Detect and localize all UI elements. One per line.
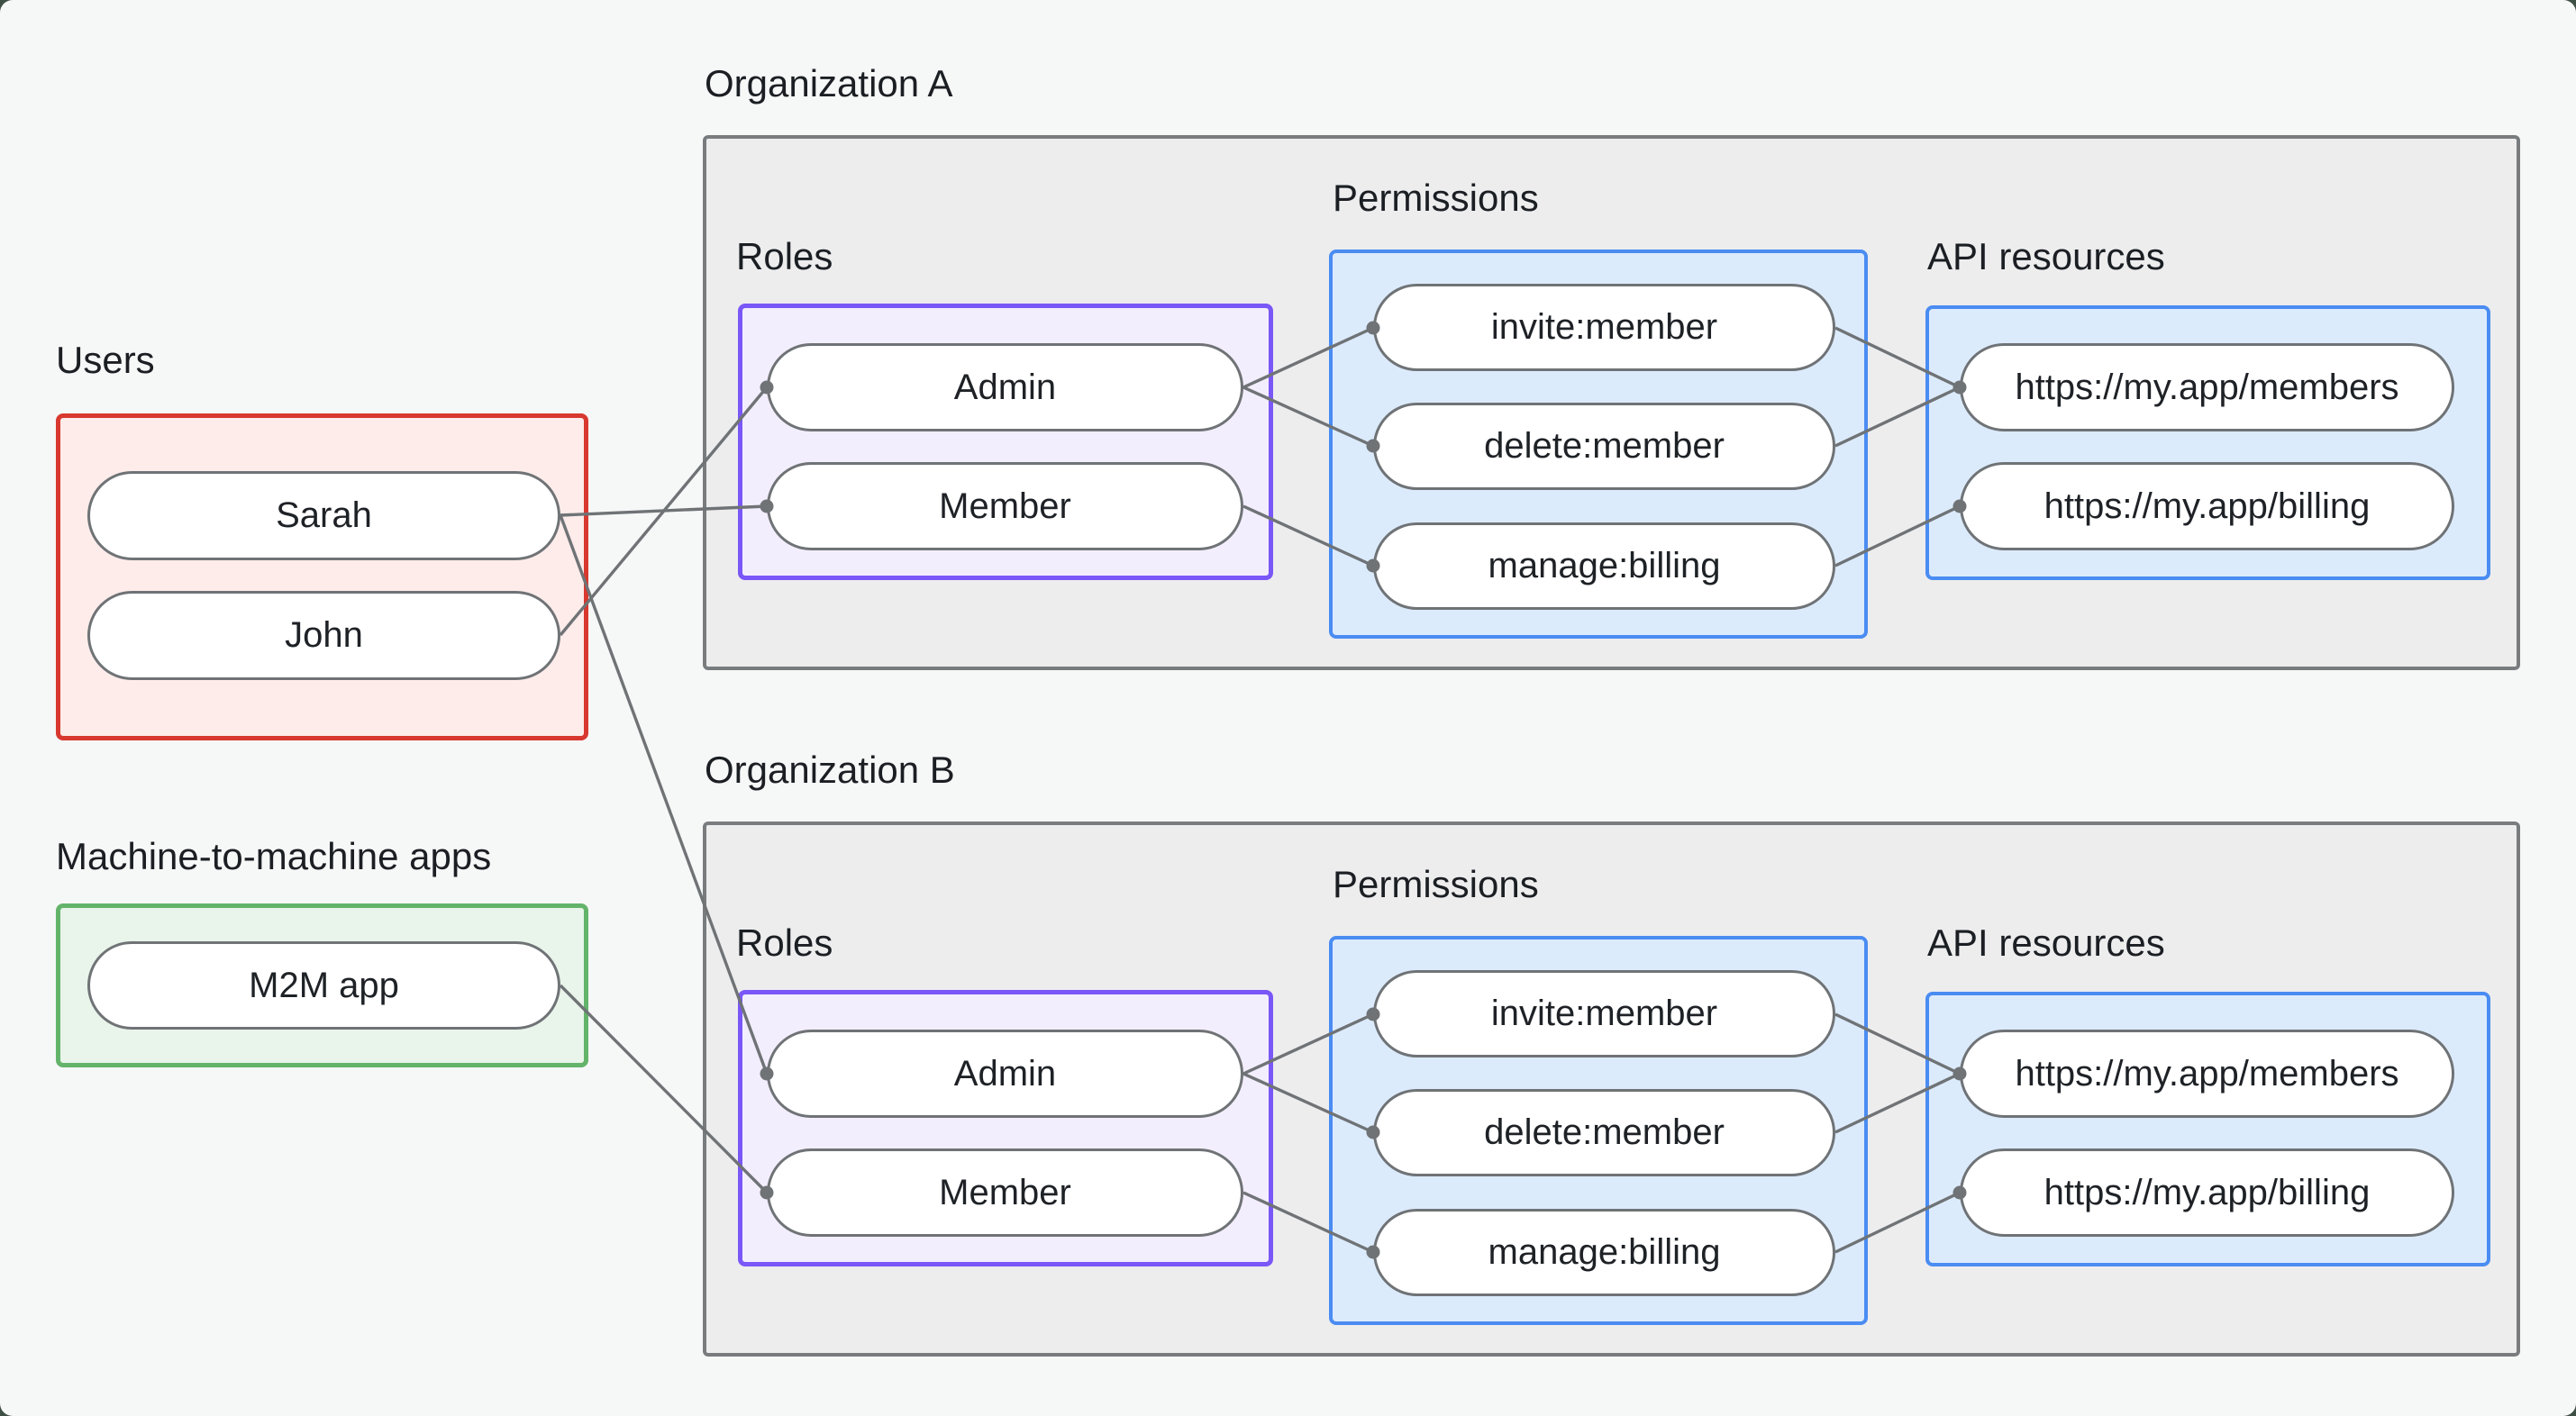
node-org-b-api-billing: https://my.app/billing	[1960, 1148, 2454, 1237]
node-org-b-role-member: Member	[767, 1148, 1243, 1237]
node-org-b-role-admin: Admin	[767, 1030, 1243, 1118]
node-org-a-perm-invite: invite:member	[1373, 284, 1835, 371]
node-user-john: John	[87, 591, 560, 680]
node-org-a-role-admin: Admin	[767, 343, 1243, 431]
node-org-a-api-billing: https://my.app/billing	[1960, 462, 2454, 550]
org-b-permissions-label: Permissions	[1333, 863, 1539, 905]
users-group-label: Users	[56, 339, 155, 381]
org-b-label: Organization B	[705, 749, 955, 791]
org-a-label: Organization A	[705, 62, 953, 104]
org-b-api-resources-label: API resources	[1927, 921, 2165, 964]
node-org-b-perm-invite: invite:member	[1373, 970, 1835, 1057]
org-a-roles-label: Roles	[736, 235, 833, 277]
node-org-b-api-members: https://my.app/members	[1960, 1030, 2454, 1118]
node-org-a-perm-delete: delete:member	[1373, 403, 1835, 490]
node-m2m-app: M2M app	[87, 941, 560, 1030]
org-b-roles-label: Roles	[736, 921, 833, 964]
node-org-b-perm-billing: manage:billing	[1373, 1209, 1835, 1296]
node-org-a-api-members: https://my.app/members	[1960, 343, 2454, 431]
node-user-sarah: Sarah	[87, 471, 560, 560]
users-group-box	[56, 413, 588, 740]
node-org-a-role-member: Member	[767, 462, 1243, 550]
org-a-api-resources-label: API resources	[1927, 235, 2165, 277]
org-a-permissions-label: Permissions	[1333, 177, 1539, 219]
m2m-group-label: Machine-to-machine apps	[56, 835, 492, 877]
node-org-b-perm-delete: delete:member	[1373, 1089, 1835, 1176]
node-org-a-perm-billing: manage:billing	[1373, 522, 1835, 610]
